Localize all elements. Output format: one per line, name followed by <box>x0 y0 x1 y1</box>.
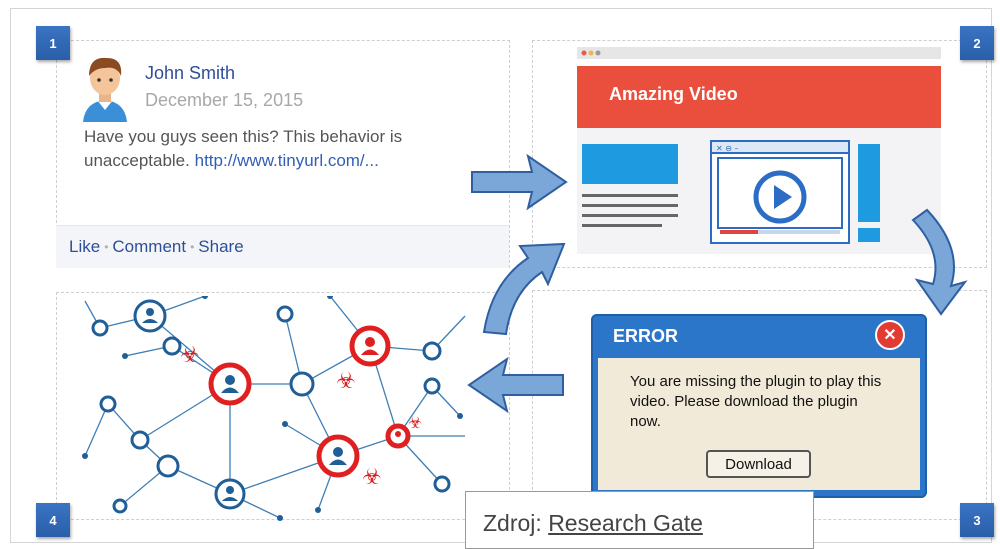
source-link[interactable]: Research Gate <box>548 510 703 536</box>
step-badge-4: 4 <box>36 503 70 537</box>
post-author[interactable]: John Smith <box>145 63 236 83</box>
infected-network-diagram: ☣ ☣ ☣ ☣ <box>82 296 466 521</box>
arrow-icon <box>911 208 968 316</box>
video-header <box>577 66 941 128</box>
download-button[interactable]: Download <box>706 450 811 478</box>
svg-text:☣: ☣ <box>180 343 200 368</box>
video-title: Amazing Video <box>609 84 738 104</box>
svg-text:☣: ☣ <box>408 413 422 432</box>
post-body: Have you guys seen this? This behavior i… <box>84 127 403 170</box>
play-icon[interactable] <box>750 167 810 227</box>
post-actions: Like• Comment• Share <box>56 225 509 268</box>
error-message: You are missing the plugin to play this … <box>630 373 882 430</box>
svg-text:☣: ☣ <box>362 465 382 490</box>
post-link[interactable]: http://www.tinyurl.com/... <box>194 151 379 170</box>
arrow-icon <box>467 356 564 414</box>
step-badge-3: 3 <box>960 503 994 537</box>
avatar <box>83 57 127 122</box>
source-caption: Zdroj: Research Gate <box>465 491 814 549</box>
comment-link[interactable]: Comment <box>112 237 187 256</box>
browser-dots-icon <box>581 50 601 56</box>
arrow-icon <box>471 153 568 211</box>
post-text: Have you guys seen this? This behavior i… <box>84 125 484 173</box>
step-badge-1: 1 <box>36 26 70 60</box>
step-badge-2: 2 <box>960 26 994 60</box>
post-date: December 15, 2015 <box>145 90 304 110</box>
close-icon[interactable]: ✕ <box>875 320 905 350</box>
svg-text:✕ ⊖ –: ✕ ⊖ – <box>716 144 739 153</box>
svg-text:☣: ☣ <box>336 369 356 394</box>
share-link[interactable]: Share <box>198 237 244 256</box>
like-link[interactable]: Like <box>69 237 101 256</box>
video-page-content <box>582 144 880 242</box>
browser-bar <box>577 47 941 59</box>
separator-dot: • <box>190 240 195 254</box>
error-title: ERROR <box>613 326 679 346</box>
separator-dot: • <box>104 240 109 254</box>
source-prefix: Zdroj: <box>483 510 542 536</box>
arrow-icon <box>482 242 566 336</box>
